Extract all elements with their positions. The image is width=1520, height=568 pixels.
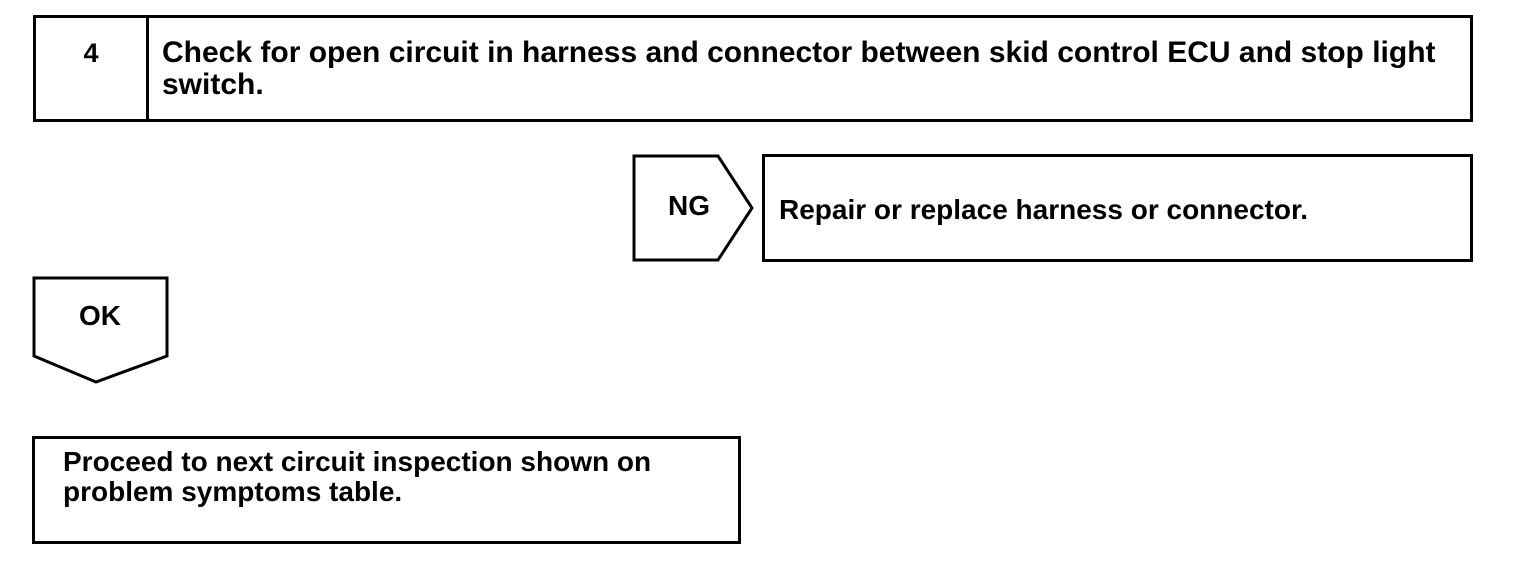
step-title: Check for open circuit in harness and co… [162, 36, 1436, 101]
ok-result-box: Proceed to next circuit inspection shown… [32, 436, 741, 544]
ok-arrow-shape [32, 276, 169, 384]
ng-label: NG [668, 190, 710, 221]
step-box: 4 Check for open circuit in harness and … [33, 15, 1473, 122]
ng-result-box: Repair or replace harness or connector. [762, 154, 1473, 262]
ok-label: OK [79, 300, 121, 331]
ok-action-text: Proceed to next circuit inspection shown… [63, 446, 652, 507]
ng-action-text: Repair or replace harness or connector. [779, 194, 1309, 225]
ng-arrow-shape [632, 154, 754, 262]
step-number: 4 [36, 18, 149, 119]
